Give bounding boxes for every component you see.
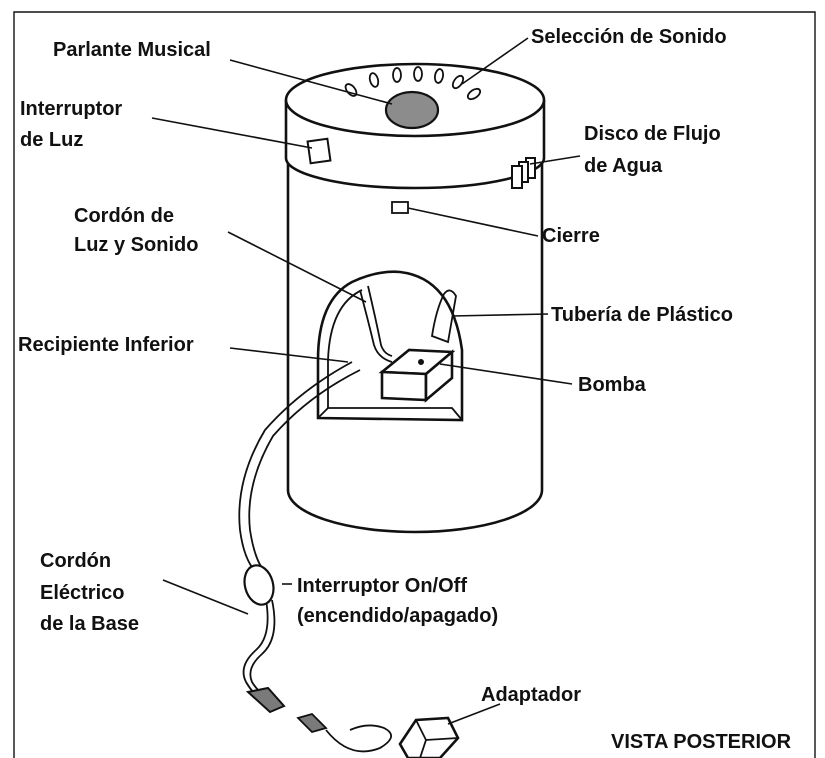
- label-cordon-base-line3: de la Base: [40, 613, 139, 635]
- label-cierre: Cierre: [542, 225, 600, 247]
- label-bomba: Bomba: [578, 374, 647, 396]
- label-interruptor-onoff-line2: (encendido/apagado): [297, 605, 498, 627]
- cord-plug-end: [296, 712, 328, 734]
- leader-lines: [151, 37, 581, 725]
- label-cordon-base-line1: Cordón: [40, 550, 111, 572]
- label-disco-flujo-line2: de Agua: [584, 155, 663, 177]
- pump: [378, 348, 456, 403]
- music-speaker: [384, 90, 440, 130]
- label-cordon-base-line2: Eléctrico: [40, 582, 124, 604]
- label-seleccion-sonido: Selección de Sonido: [531, 26, 727, 48]
- cord-plug: [245, 686, 286, 714]
- label-parlante-musical: Parlante Musical: [53, 39, 211, 61]
- label-interruptor-onoff-line1: Interruptor On/Off: [297, 575, 467, 597]
- label-cordon-luz-line1: Cordón de: [74, 205, 174, 227]
- label-adaptador: Adaptador: [481, 684, 581, 706]
- light-switch: [306, 137, 332, 165]
- label-interruptor-luz-line2: de Luz: [20, 129, 83, 151]
- label-recipiente-inferior: Recipiente Inferior: [18, 334, 194, 356]
- label-disco-flujo-line1: Disco de Flujo: [584, 123, 721, 145]
- adapter: [325, 716, 460, 758]
- label-vista-posterior: VISTA POSTERIOR: [611, 731, 792, 753]
- plastic-tube: [430, 289, 457, 344]
- label-tuberia-plastico: Tubería de Plástico: [551, 304, 733, 326]
- frame-border: [13, 11, 816, 758]
- on-off-switch: [243, 564, 275, 606]
- water-flow-disc: [511, 157, 536, 189]
- label-cordon-luz-line2: Luz y Sonido: [74, 234, 198, 256]
- label-interruptor-luz-line1: Interruptor: [20, 98, 122, 120]
- latch: [391, 201, 409, 214]
